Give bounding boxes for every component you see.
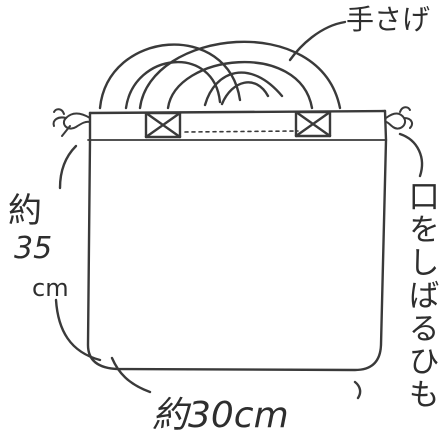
right-handle-patch [294, 110, 332, 138]
height-value-label: 35 [14, 231, 53, 266]
height-dimension-line [58, 144, 78, 190]
handle-label: 手さげ [346, 3, 431, 36]
left-drawstring-knot [52, 108, 91, 137]
width-dimension-line-right [353, 380, 362, 400]
height-unit-label: cm [32, 274, 69, 302]
top-band [88, 109, 388, 142]
width-label: 約30cm [152, 395, 289, 436]
front-handle [138, 40, 342, 110]
stitch-line [184, 130, 299, 133]
bag-body [86, 138, 388, 372]
width-dimension-line-left [110, 356, 152, 394]
left-handle-patch [144, 111, 182, 139]
lining-roll [203, 71, 284, 107]
drawstring-leader-line [398, 132, 424, 178]
handle-leader-line [288, 20, 347, 62]
right-drawstring-knot [385, 106, 413, 130]
height-prefix-label: 約 [8, 191, 42, 231]
height-dimension-line-lower [54, 298, 102, 362]
drawstring-label: 口をしばるひも [402, 180, 439, 411]
